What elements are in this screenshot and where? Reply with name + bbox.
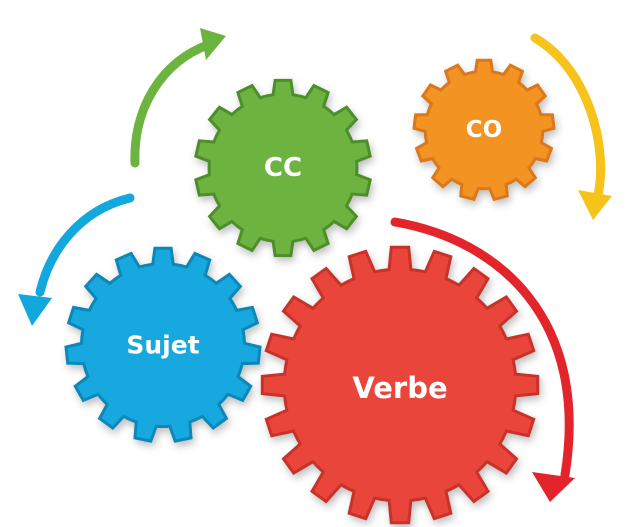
cc-arrow: [130, 28, 226, 168]
gear-verbe-label: Verbe: [352, 371, 447, 405]
co-arrow: [530, 33, 612, 220]
gear-co: CO: [412, 58, 556, 202]
gear-cc-label: CC: [264, 153, 302, 183]
gear-verbe: Verbe: [260, 245, 540, 525]
gear-sujet-label: Sujet: [126, 331, 199, 360]
gear-cc: CC: [194, 78, 372, 258]
gear-sujet: Sujet: [64, 246, 262, 443]
sujet-arrow: [18, 193, 135, 326]
verbe-arrow: [390, 217, 575, 502]
gear-co-label: CO: [466, 117, 502, 143]
